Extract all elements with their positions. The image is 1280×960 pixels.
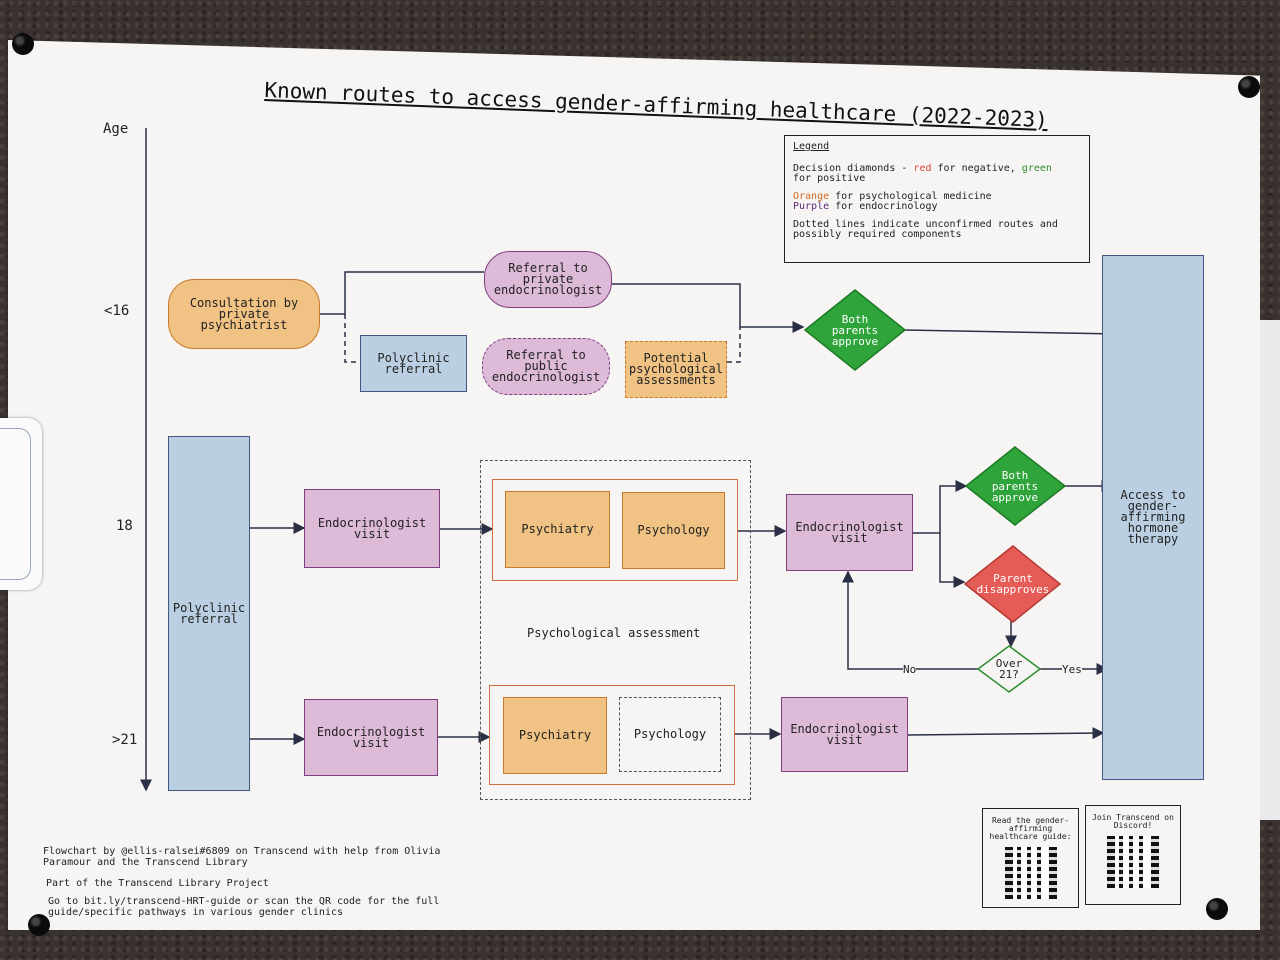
qr-card-guide: Read the gender-affirming healthcare gui… bbox=[982, 808, 1079, 908]
psychological-assessment-group bbox=[480, 460, 751, 800]
both-parents-approve-top: Both parents approve bbox=[831, 312, 879, 348]
psychological-assessment-label: Psychological assessment bbox=[527, 626, 701, 640]
pushpin-icon bbox=[1206, 898, 1228, 920]
endocrinologist-visit-21-right: Endocrinologist visit bbox=[781, 697, 908, 772]
age-tick-under16: <16 bbox=[104, 303, 130, 319]
psychiatry-21: Psychiatry bbox=[503, 697, 607, 774]
parent-disapproves: Parent disapproves bbox=[976, 572, 1050, 596]
both-parents-approve-18: Both parents approve bbox=[991, 468, 1039, 504]
psychiatry-18: Psychiatry bbox=[505, 491, 610, 568]
legend-box: Legend Decision diamonds - red for negat… bbox=[784, 135, 1090, 263]
endocrinologist-visit-21: Endocrinologist visit bbox=[304, 699, 438, 776]
endocrinologist-visit-18: Endocrinologist visit bbox=[304, 489, 440, 568]
access-hormone-therapy: Access to gender- affirming hormone ther… bbox=[1102, 255, 1204, 780]
psych-pair-18 bbox=[492, 479, 738, 581]
endocrinologist-visit-18-right: Endocrinologist visit bbox=[786, 494, 913, 571]
psychology-18: Psychology bbox=[622, 492, 725, 569]
age-axis-label: Age bbox=[103, 121, 129, 137]
over-21-decision: Over 21? bbox=[995, 657, 1023, 681]
legend-heading: Legend bbox=[793, 141, 830, 152]
qr-card-discord-caption: Join Transcend on Discord! bbox=[1092, 813, 1174, 830]
yes-branch-label: Yes bbox=[1062, 663, 1082, 676]
polyclinic-referral-tall: Polyclinic referral bbox=[168, 436, 250, 791]
left-paper-tab bbox=[0, 418, 42, 590]
qr-card-guide-caption: Read the gender-affirming healthcare gui… bbox=[989, 816, 1072, 841]
potential-psychological-assessments: Potential psychological assessments bbox=[625, 341, 727, 398]
referral-public-endocrinologist: Referral to public endocrinologist bbox=[482, 338, 610, 395]
age-tick-over21: >21 bbox=[112, 732, 138, 748]
qr-card-discord: Join Transcend on Discord! bbox=[1085, 805, 1181, 905]
qr-code-icon bbox=[1107, 836, 1159, 888]
pushpin-icon bbox=[1238, 76, 1260, 98]
legend-dotted: Dotted lines indicate unconfirmed routes… bbox=[793, 219, 1058, 240]
footer-project: Part of the Transcend Library Project bbox=[46, 878, 269, 889]
age-tick-18: 18 bbox=[116, 518, 133, 534]
polyclinic-referral-small: Polyclinic referral bbox=[360, 335, 467, 392]
psych-pair-21 bbox=[489, 685, 735, 785]
psychology-21-unconfirmed: Psychology bbox=[619, 697, 721, 772]
pushpin-icon bbox=[28, 914, 50, 936]
qr-code-icon bbox=[1004, 847, 1057, 899]
consultation-private-psychiatrist: Consultation by private psychiatrist bbox=[168, 279, 320, 349]
pushpin-icon bbox=[12, 33, 34, 55]
footer-credit: Flowchart by @ellis-ralsei#6809 on Trans… bbox=[43, 846, 441, 868]
legend-diamonds: Decision diamonds - red for negative, gr… bbox=[793, 163, 1052, 184]
footer-goto: Go to bit.ly/transcend-HRT-guide or scan… bbox=[48, 896, 440, 918]
no-branch-label: No bbox=[903, 663, 917, 676]
referral-private-endocrinologist: Referral to private endocrinologist bbox=[484, 251, 612, 308]
